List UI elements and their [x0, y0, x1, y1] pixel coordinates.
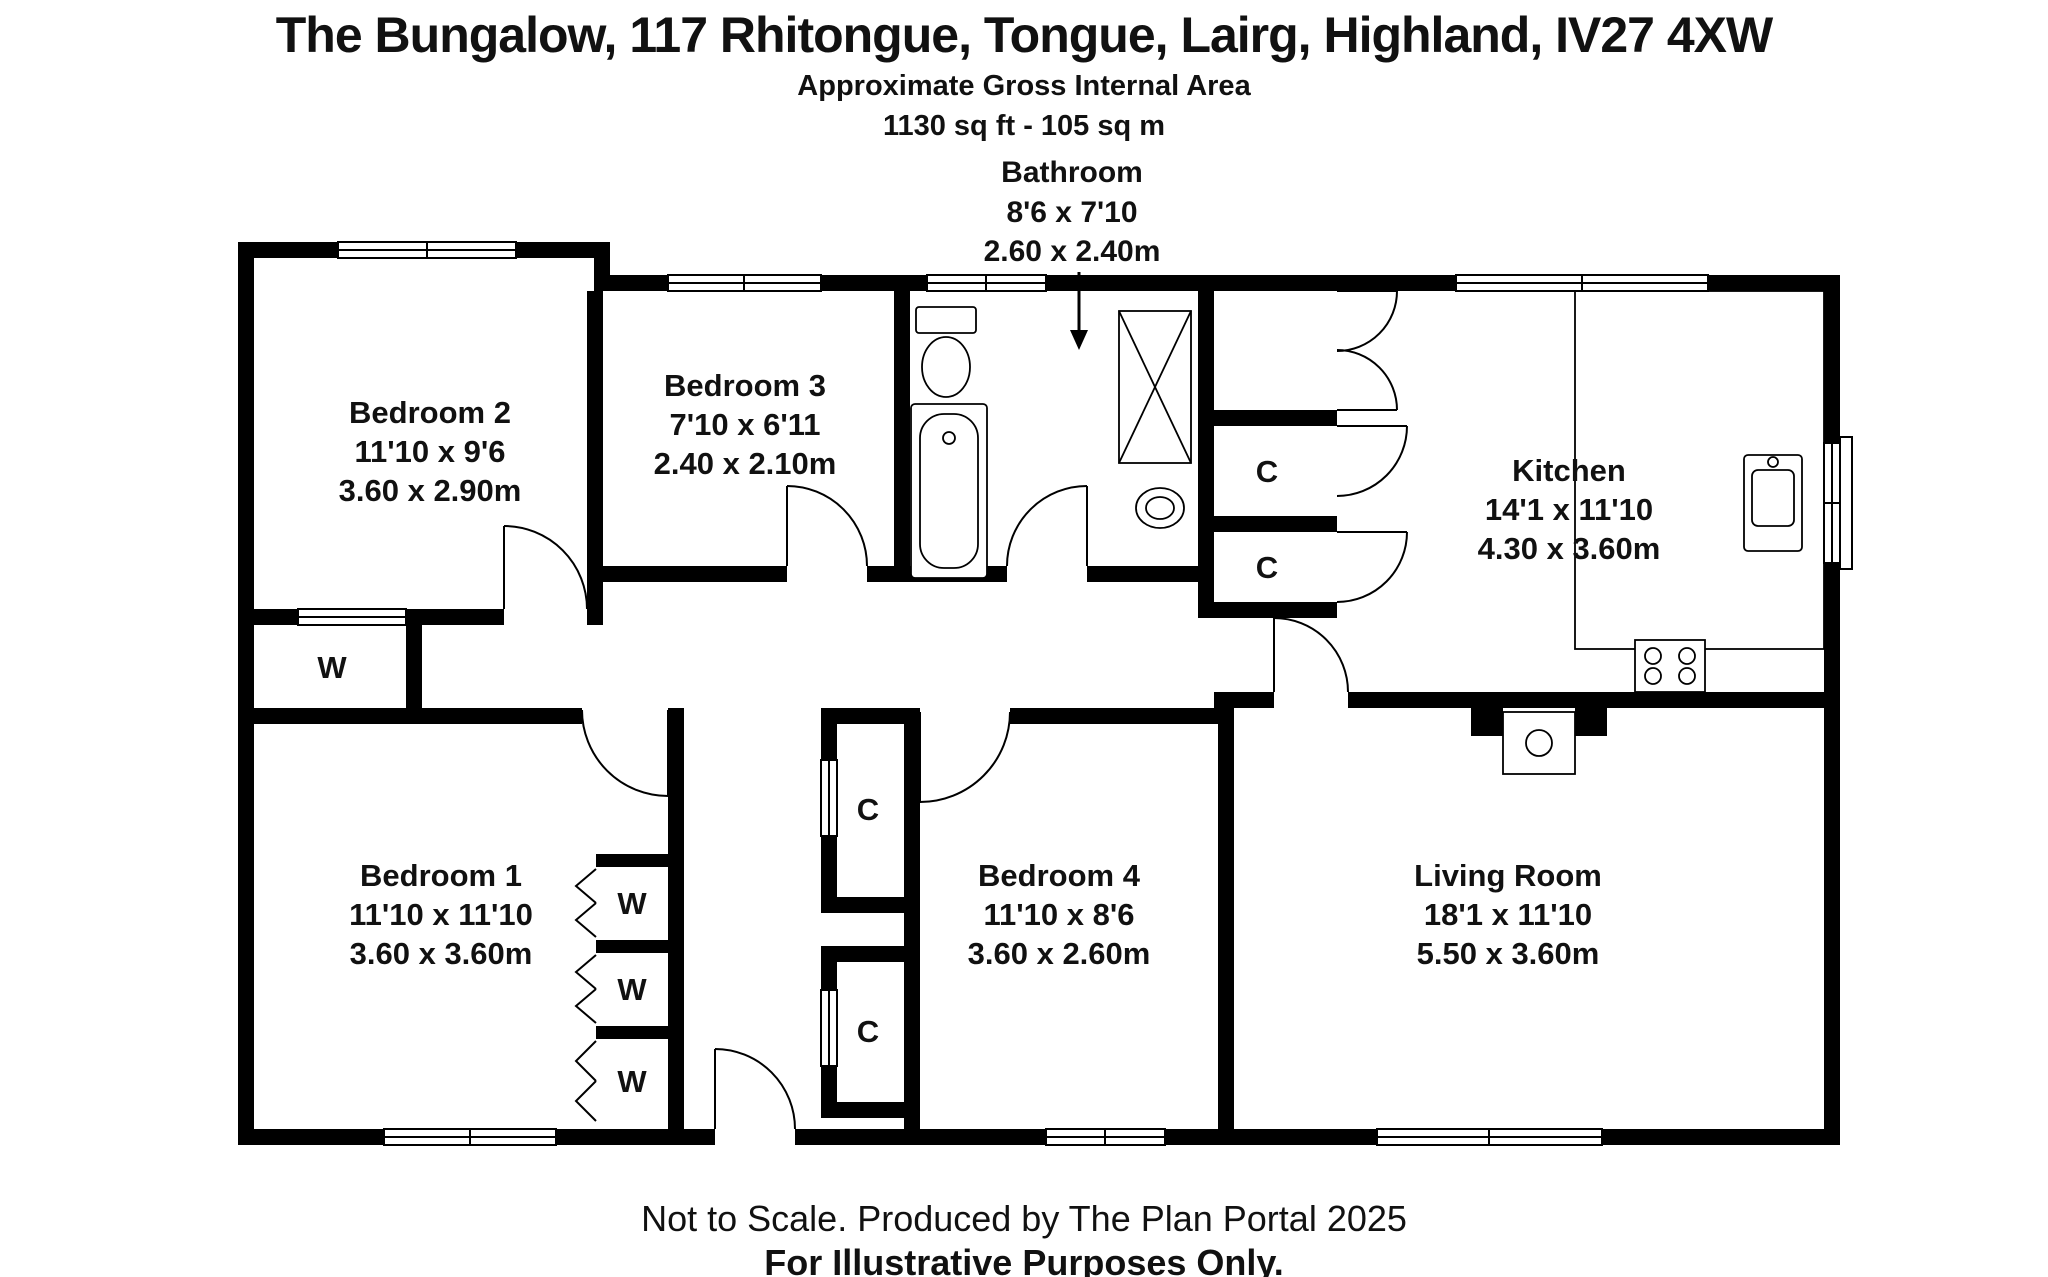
door-entrance: [714, 1048, 796, 1130]
kitchen-sink-icon: [1743, 454, 1803, 552]
svg-text:4.30 x 3.60m: 4.30 x 3.60m: [1478, 531, 1661, 566]
room-label-bedroom3: Bedroom 3 7'10 x 6'11 2.40 x 2.10m: [654, 368, 837, 481]
svg-text:5.50 x 3.60m: 5.50 x 3.60m: [1417, 936, 1600, 971]
wardrobe-label-w: W: [317, 650, 347, 685]
svg-text:Bedroom 4: Bedroom 4: [978, 858, 1141, 893]
room-label-bedroom2: Bedroom 2 11'10 x 9'6 3.60 x 2.90m: [339, 395, 522, 508]
closet-front-central-2: [820, 989, 838, 1067]
wardrobe-label-w: W: [617, 886, 647, 921]
door-closet-c2: [1336, 531, 1408, 603]
wardrobe-front-left: [297, 608, 407, 626]
toilet-icon: [915, 306, 977, 398]
svg-text:14'1 x 11'10: 14'1 x 11'10: [1485, 492, 1653, 527]
page-title: The Bungalow, 117 Rhitongue, Tongue, Lai…: [275, 7, 1773, 63]
svg-text:11'10 x 11'10: 11'10 x 11'10: [349, 897, 533, 932]
door-kitchen-double: [1336, 290, 1398, 411]
window-bedroom2: [337, 241, 517, 259]
door-closet-c1: [1336, 425, 1408, 497]
svg-text:Bedroom 1: Bedroom 1: [360, 858, 522, 893]
window-kitchen-top: [1455, 274, 1709, 292]
svg-text:3.60 x 2.60m: 3.60 x 2.60m: [968, 936, 1151, 971]
svg-text:7'10 x 6'11: 7'10 x 6'11: [670, 407, 821, 442]
window-bedroom4: [1045, 1128, 1166, 1146]
svg-text:Living Room: Living Room: [1414, 858, 1602, 893]
bathtub-icon: [910, 403, 988, 579]
window-bedroom3: [667, 274, 822, 292]
door-bedroom2: [503, 525, 588, 610]
svg-text:18'1 x 11'10: 18'1 x 11'10: [1424, 897, 1592, 932]
shower-icon: [1118, 310, 1192, 464]
basin-icon: [1135, 487, 1185, 529]
bathroom-callout-name: Bathroom: [1001, 156, 1143, 189]
windows-layer: [297, 241, 1853, 1146]
bathroom-callout-arrow: [1070, 272, 1088, 350]
doors-layer: [503, 290, 1408, 1130]
door-bathroom: [1006, 485, 1088, 567]
door-bedroom3: [786, 485, 868, 567]
svg-text:3.60 x 3.60m: 3.60 x 3.60m: [350, 936, 533, 971]
svg-text:Bedroom 3: Bedroom 3: [664, 368, 826, 403]
svg-text:Kitchen: Kitchen: [1512, 453, 1626, 488]
svg-text:11'10 x 9'6: 11'10 x 9'6: [355, 434, 506, 469]
door-bedroom4: [919, 711, 1011, 803]
window-bathroom: [926, 274, 1047, 292]
wardrobe-label-w: W: [617, 1064, 647, 1099]
stove-icon: [1502, 711, 1576, 775]
footer-illustrative: For Illustrative Purposes Only.: [764, 1242, 1284, 1277]
room-label-bedroom1: Bedroom 1 11'10 x 11'10 3.60 x 3.60m: [349, 858, 533, 971]
fixtures-layer: [910, 290, 1825, 775]
svg-text:3.60 x 2.90m: 3.60 x 2.90m: [339, 473, 522, 508]
area-value: 1130 sq ft - 105 sq m: [882, 110, 1166, 142]
closet-label-c: C: [1256, 550, 1278, 585]
door-bedroom1: [581, 709, 669, 797]
bathroom-callout-metric: 2.60 x 2.40m: [983, 235, 1161, 268]
window-bedroom1: [383, 1128, 557, 1146]
walls-layer: [238, 242, 1840, 1145]
area-label: Approximate Gross Internal Area: [797, 70, 1251, 102]
svg-text:11'10 x 8'6: 11'10 x 8'6: [984, 897, 1135, 932]
bathroom-callout-imperial: 8'6 x 7'10: [1006, 196, 1138, 229]
closet-front-central-1: [820, 759, 838, 837]
labels-layer: Bedroom 2 11'10 x 9'6 3.60 x 2.90m Bedro…: [317, 368, 1660, 1099]
room-label-living: Living Room 18'1 x 11'10 5.50 x 3.60m: [1414, 858, 1602, 971]
closet-label-c: C: [857, 1014, 879, 1049]
hob-icon: [1634, 639, 1706, 693]
window-living: [1376, 1128, 1603, 1146]
closet-label-c: C: [1256, 454, 1278, 489]
svg-text:Bedroom 2: Bedroom 2: [349, 395, 511, 430]
bifold-wardrobe-doors: [574, 868, 597, 1122]
wardrobe-label-w: W: [617, 972, 647, 1007]
room-label-bedroom4: Bedroom 4 11'10 x 8'6 3.60 x 2.60m: [968, 858, 1151, 971]
door-living: [1273, 617, 1349, 693]
footer-disclaimer: Not to Scale. Produced by The Plan Porta…: [641, 1198, 1407, 1239]
window-kitchen-right: [1823, 436, 1853, 570]
svg-text:2.40 x 2.10m: 2.40 x 2.10m: [654, 446, 837, 481]
closet-label-c: C: [857, 792, 879, 827]
room-label-kitchen: Kitchen 14'1 x 11'10 4.30 x 3.60m: [1478, 453, 1661, 566]
